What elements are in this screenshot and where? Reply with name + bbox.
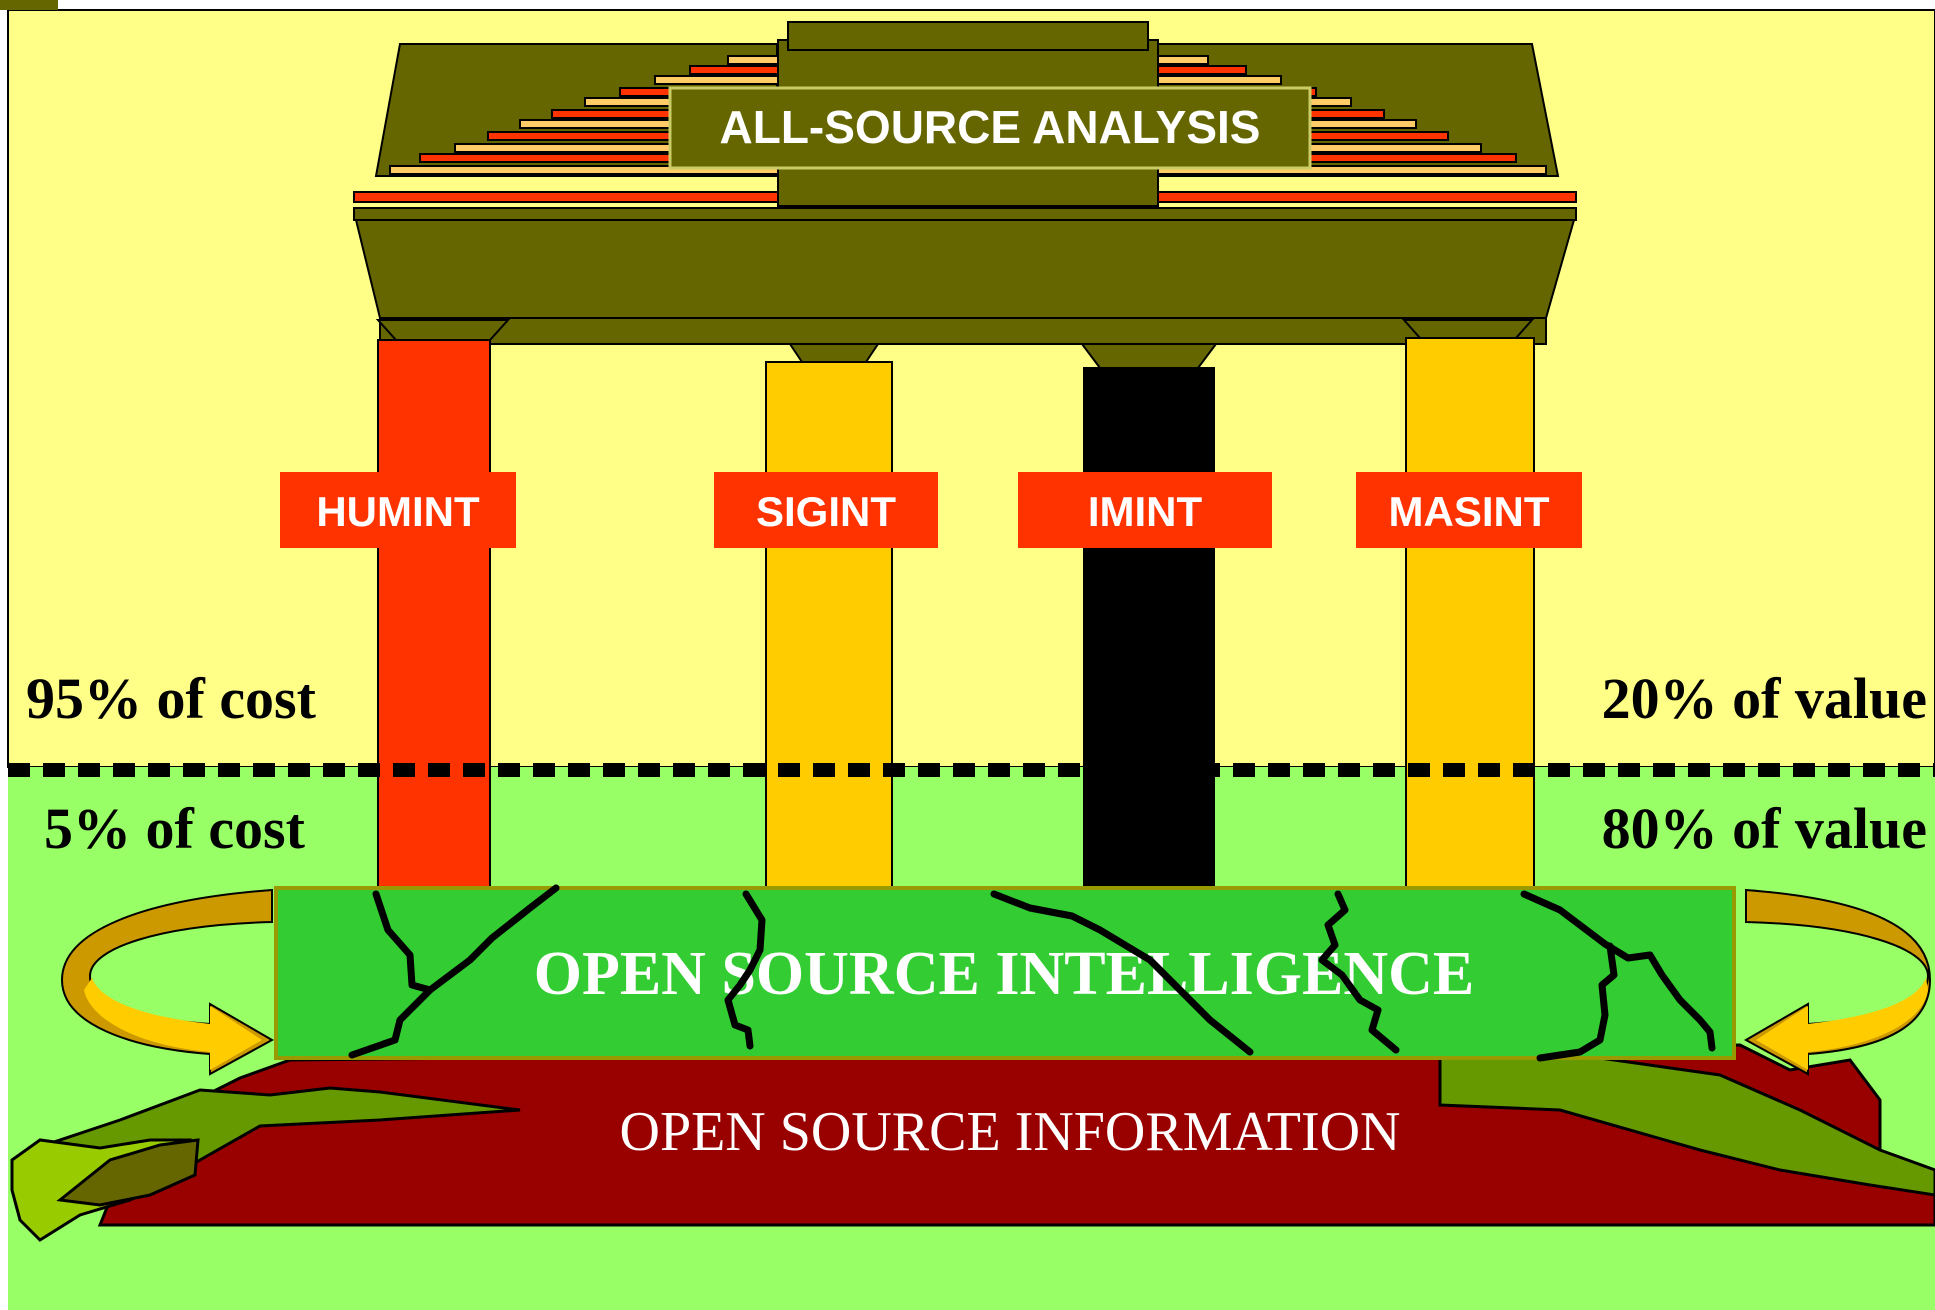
- label-box-imint: [1018, 472, 1272, 548]
- lower-value-label: 80% of value: [1602, 796, 1927, 861]
- pillar-label-sigint: SIGINT: [756, 488, 896, 535]
- information-label: OPEN SOURCE INFORMATION: [620, 1101, 1401, 1163]
- lower-cost-label: 5% of cost: [44, 796, 306, 861]
- pillar-sigint: [765, 361, 893, 897]
- temple-roof: [353, 21, 1577, 345]
- pillar-label-masint: MASINT: [1389, 488, 1550, 535]
- pillar-masint: [1405, 337, 1535, 897]
- architrave: [379, 317, 1547, 345]
- pillar-imint: [1083, 367, 1215, 897]
- pillar-label-imint: IMINT: [1088, 488, 1203, 535]
- label-box-humint: [280, 472, 516, 548]
- right-arrow-highlight: [1756, 978, 1928, 1070]
- roof-top-cap: [787, 21, 1149, 51]
- right-terrain: [1438, 1053, 1935, 1197]
- curved-arrows: [60, 888, 1932, 1076]
- pillar-capitals: [375, 319, 1535, 369]
- capital-imint: [1080, 343, 1218, 369]
- capital-masint: [1401, 319, 1535, 339]
- roof-label-box: [668, 86, 1312, 170]
- pillar-labels: HUMINT SIGINT IMINT MASINT: [280, 472, 1582, 548]
- label-box-masint: [1356, 472, 1582, 548]
- pillars: [377, 337, 1535, 897]
- pillar-humint: [377, 339, 491, 897]
- upper-cost-label: 95% of cost: [26, 666, 317, 731]
- roof-label: ALL-SOURCE ANALYSIS: [720, 101, 1261, 153]
- pillar-label-humint: HUMINT: [316, 488, 480, 535]
- crack-5b: [1536, 942, 1618, 1062]
- crack-2: [724, 890, 766, 1050]
- crack-4: [1318, 890, 1400, 1054]
- crack-1: [348, 890, 434, 1059]
- crack-1b: [426, 884, 560, 994]
- crack-3: [990, 890, 1254, 1056]
- foundation-cracks: [348, 884, 1716, 1062]
- corner-mark: [0, 0, 58, 10]
- capital-humint: [375, 319, 511, 341]
- cornice-band: [353, 207, 1577, 221]
- crack-5: [1520, 890, 1716, 1052]
- intelligence-label: OPEN SOURCE INTELLIGENCE: [534, 940, 1475, 1008]
- left-arrow-highlight: [84, 978, 262, 1070]
- information-layer: [10, 1043, 1935, 1242]
- entablature: [354, 219, 1576, 319]
- left-terrain-dark: [56, 1138, 200, 1207]
- label-box-sigint: [714, 472, 938, 548]
- upper-value-label: 20% of value: [1602, 666, 1927, 731]
- capital-sigint: [788, 343, 880, 363]
